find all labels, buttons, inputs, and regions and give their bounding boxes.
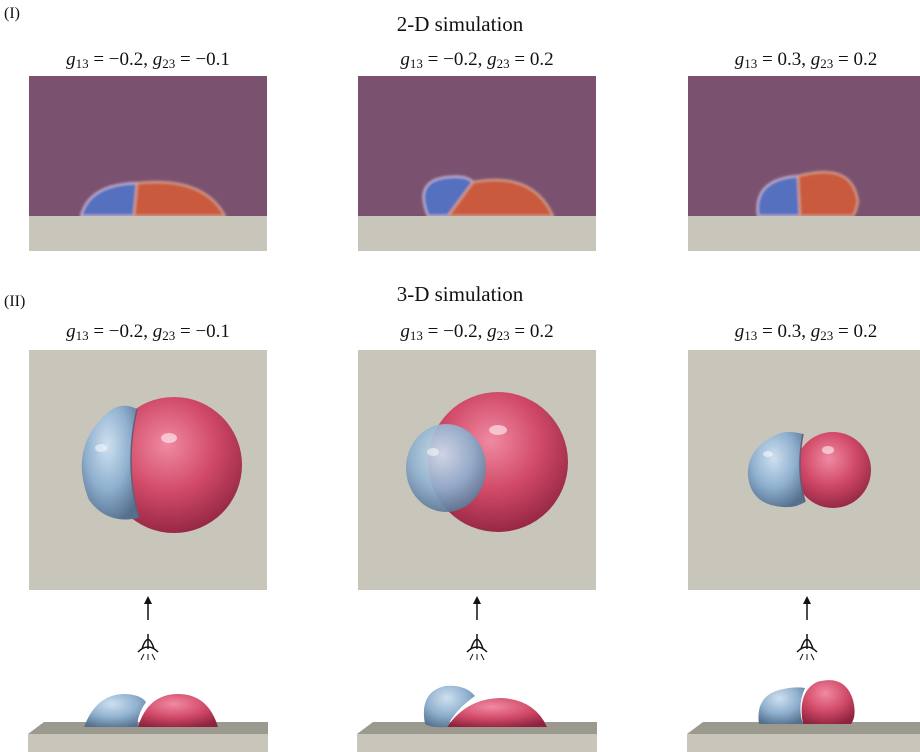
section-2-label: (II) [4, 293, 26, 310]
3d-top-view-panel-3 [688, 350, 920, 590]
2d-simulation-panel-1 [29, 76, 267, 251]
3d-side-view-3 [687, 672, 920, 752]
caption-2d-case-2: g13 = −0.2, g23 = 0.2 [400, 49, 554, 71]
caption-3d-case-1: g13 = −0.2, g23 = −0.1 [66, 321, 230, 343]
section-1-label: (I) [4, 5, 20, 22]
caption-3d-case-2: g13 = −0.2, g23 = 0.2 [400, 321, 554, 343]
up-arrow-icon [144, 596, 152, 620]
3d-top-view-panel-2 [358, 350, 596, 590]
3d-top-view-panel-1 [29, 350, 267, 590]
eye-viewer-icon [457, 594, 497, 664]
3d-side-view-1 [28, 672, 268, 752]
section-1-title: 2-D simulation [396, 12, 524, 36]
eye-viewer-icon [128, 594, 168, 664]
up-arrow-icon [473, 596, 481, 620]
eye-viewer-icon [787, 594, 827, 664]
3d-side-view-2 [357, 672, 597, 752]
caption-2d-case-1: g13 = −0.2, g23 = −0.1 [66, 49, 230, 71]
caption-2d-case-3: g13 = 0.3, g23 = 0.2 [734, 49, 878, 71]
caption-3d-case-3: g13 = 0.3, g23 = 0.2 [734, 321, 878, 343]
section-2-title: 3-D simulation [396, 282, 524, 306]
2d-simulation-panel-3 [688, 76, 920, 251]
2d-simulation-panel-2 [358, 76, 596, 251]
up-arrow-icon [803, 596, 811, 620]
